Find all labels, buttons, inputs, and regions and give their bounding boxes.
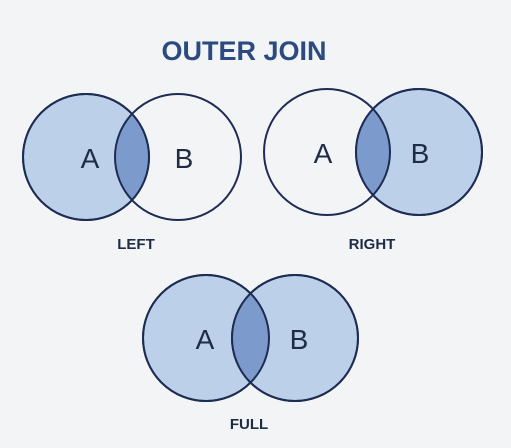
left-label-a: A [81, 143, 100, 174]
left-join-venn: A B LEFT [22, 93, 242, 253]
left-circle-b [114, 93, 242, 221]
left-caption: LEFT [117, 236, 155, 253]
full-label-b: B [290, 324, 309, 355]
full-circle-a-outline [142, 274, 270, 402]
left-label-b: B [175, 143, 194, 174]
full-circle-b-outline [231, 274, 359, 402]
full-join-venn: A B FULL [142, 274, 359, 433]
full-caption: FULL [230, 416, 268, 433]
full-label-a: A [196, 324, 215, 355]
right-circle-a [263, 88, 391, 216]
page-title: OUTER JOIN [161, 36, 326, 66]
right-label-a: A [314, 138, 333, 169]
left-circle-a-outline [22, 93, 150, 221]
right-caption: RIGHT [349, 236, 396, 253]
right-join-venn: A B RIGHT [263, 88, 483, 253]
right-circle-b-outline [355, 88, 483, 216]
right-label-b: B [411, 138, 430, 169]
